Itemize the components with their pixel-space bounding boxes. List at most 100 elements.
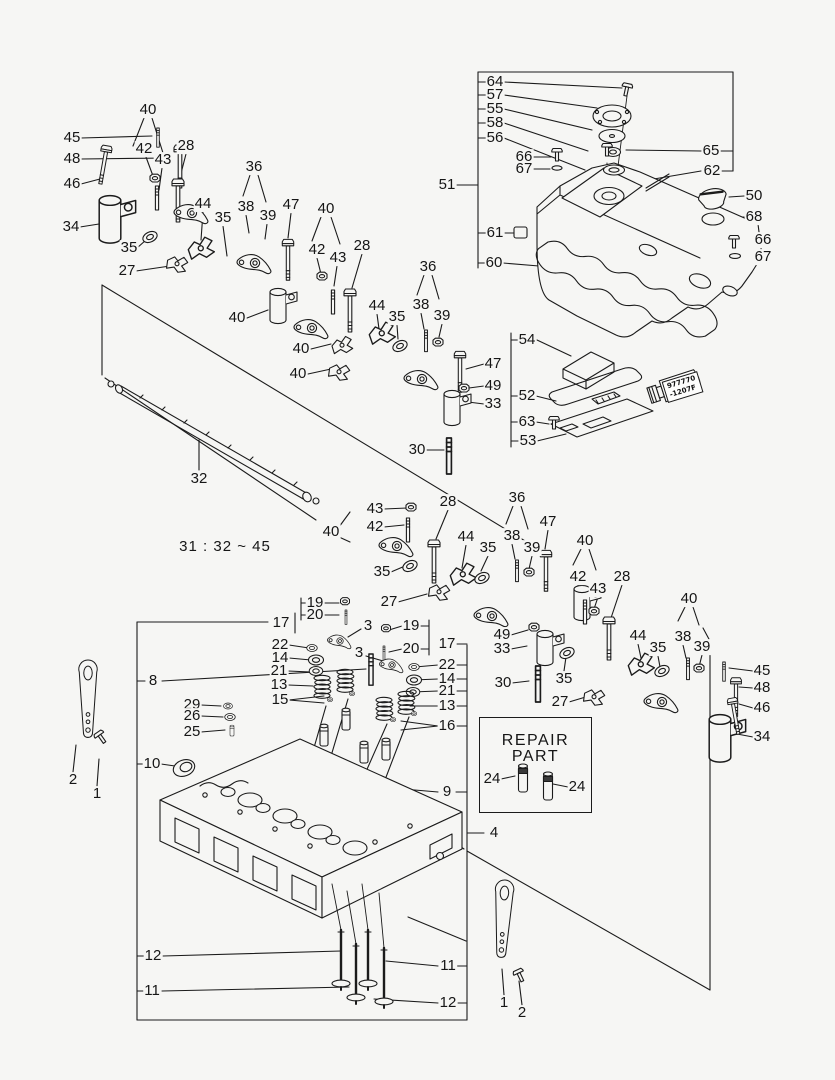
- stud-8: [368, 653, 374, 686]
- nut-42: [149, 173, 161, 183]
- seal-35: [652, 662, 672, 680]
- callout-52: 52: [517, 387, 537, 405]
- collet-16: [390, 717, 396, 722]
- callout-47: 47: [281, 196, 301, 214]
- callout-1: 1: [91, 785, 103, 803]
- callout-3: 3: [362, 617, 374, 635]
- callout-61: 61: [485, 224, 505, 242]
- callout-39: 39: [258, 207, 278, 225]
- stud-45: [722, 661, 726, 682]
- collet-15: [327, 697, 333, 702]
- callout-35: 35: [213, 209, 233, 227]
- lifting-eye-1: [78, 659, 98, 738]
- collet-16: [411, 711, 417, 716]
- nut-43: [405, 502, 417, 512]
- callout-1: 1: [498, 994, 510, 1012]
- callout-42: 42: [307, 241, 327, 259]
- bolt-46: [94, 144, 113, 186]
- rocker-arm: [402, 365, 442, 393]
- rocker-stand-33: [443, 389, 472, 427]
- callout-48: 48: [62, 150, 82, 168]
- callout-35: 35: [648, 639, 668, 657]
- cap-22: [408, 663, 420, 671]
- stud-38: [686, 657, 690, 681]
- callout-50: 50: [744, 187, 764, 205]
- stud-43: [330, 289, 336, 315]
- nut-42: [316, 271, 328, 281]
- valve-11: [345, 942, 367, 1006]
- callout-40: 40: [138, 101, 158, 119]
- cap-22: [306, 644, 318, 652]
- nut-39: [693, 663, 705, 673]
- stud-38: [424, 329, 428, 353]
- bolt-2: [92, 728, 110, 747]
- stud-45: [156, 127, 160, 148]
- oil-cap-50: [698, 188, 727, 210]
- callout-13: 13: [437, 697, 457, 715]
- rocker-arm: [235, 249, 275, 277]
- callout-62: 62: [702, 162, 722, 180]
- callout-16: 16: [437, 717, 457, 735]
- holder-40: [330, 335, 354, 356]
- stud-30: [445, 437, 453, 475]
- callout-21: 21: [269, 662, 289, 680]
- callout-27: 27: [379, 593, 399, 611]
- nut-39: [432, 337, 444, 347]
- callout-28: 28: [438, 493, 458, 511]
- callout-40: 40: [679, 590, 699, 608]
- callout-45: 45: [752, 662, 772, 680]
- bolt-47: [539, 549, 553, 592]
- washer-67: [551, 165, 563, 171]
- rocker-stand-34: [708, 713, 747, 763]
- callout-44: 44: [456, 528, 476, 546]
- callout-38: 38: [502, 527, 522, 545]
- washer-67b: [728, 253, 742, 259]
- bolt-66: [551, 147, 563, 162]
- callout-9: 9: [441, 783, 453, 801]
- collet-15: [349, 691, 355, 696]
- callout-30: 30: [407, 441, 427, 459]
- callout-12: 12: [143, 947, 163, 965]
- valve-train-parts: [172, 597, 423, 807]
- nut-39: [523, 567, 535, 577]
- callout-64: 64: [485, 73, 505, 91]
- callout-3: 3: [353, 644, 365, 662]
- callout-27: 27: [550, 693, 570, 711]
- seat-14: [307, 654, 325, 666]
- nut-19: [381, 624, 391, 633]
- callout-35: 35: [554, 670, 574, 688]
- callout-32: 32: [189, 470, 209, 488]
- repair-part-title: REPAIR PART: [501, 732, 570, 765]
- callout-15: 15: [270, 691, 290, 709]
- callout-11: 11: [143, 982, 161, 1000]
- bolt-28: [602, 616, 616, 661]
- callout-14: 14: [437, 670, 457, 688]
- cylinder-head-drawing: [159, 738, 463, 1010]
- stud-42: [405, 517, 411, 543]
- callout-2: 2: [67, 771, 79, 789]
- baffle-group-drawing: [548, 351, 702, 438]
- fork-27: [581, 685, 607, 708]
- oring-68: [701, 212, 725, 226]
- breather-plate: [592, 104, 632, 176]
- callout-17: 17: [437, 635, 457, 653]
- callout-28: 28: [352, 237, 372, 255]
- fork-40: [326, 360, 352, 383]
- screw-20: [344, 609, 348, 625]
- callout-43: 43: [588, 580, 608, 598]
- seal-35: [557, 644, 577, 662]
- callout-40: 40: [288, 365, 308, 383]
- rocker-stand-40: [269, 287, 298, 325]
- valve-guide: [319, 723, 329, 747]
- rocker-stand-34: [98, 194, 137, 244]
- callout-57: 57: [485, 86, 505, 104]
- callout-35: 35: [478, 539, 498, 557]
- bolt-28: [343, 288, 357, 333]
- nut-19: [340, 597, 350, 606]
- nut-49: [458, 383, 470, 393]
- callout-36: 36: [507, 489, 527, 507]
- callout-43: 43: [365, 500, 385, 518]
- callout-66: 66: [514, 148, 534, 166]
- callout-34: 34: [61, 218, 81, 236]
